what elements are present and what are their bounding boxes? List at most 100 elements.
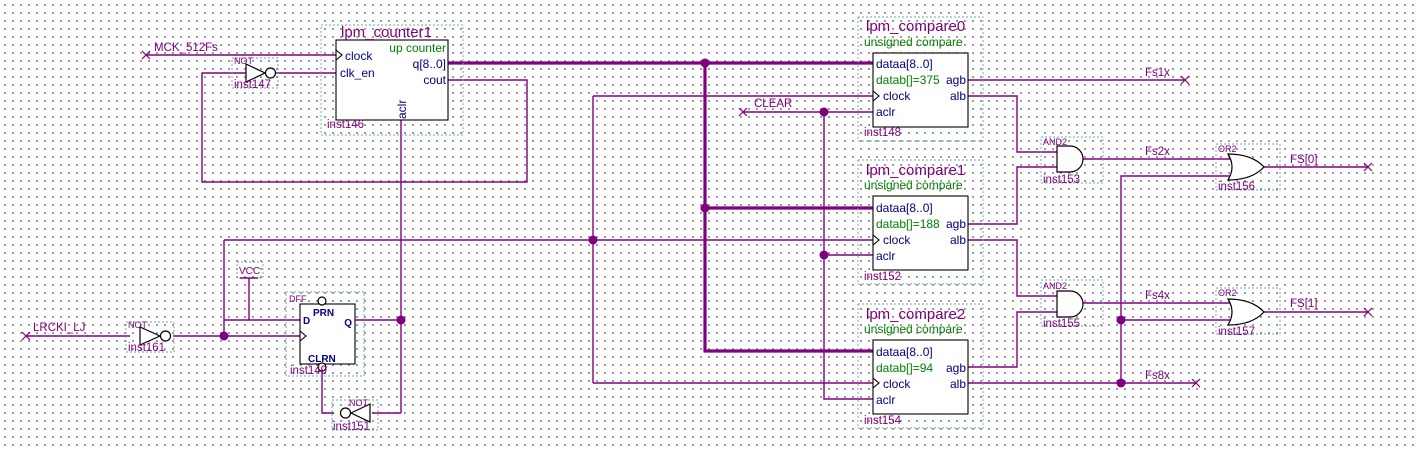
compare2-pin-clock: clock <box>883 377 911 391</box>
and155-label: AND2 <box>1043 281 1067 291</box>
counter-pin-q: q[8..0] <box>413 57 446 71</box>
compare0-pin-dataa: dataa[8..0] <box>876 57 933 71</box>
not161-inst: inst161 <box>128 342 165 354</box>
dff-pin-q: Q <box>344 318 352 329</box>
compare0-body[interactable] <box>872 52 969 128</box>
not161-gate[interactable]: NOT inst161 <box>125 320 175 354</box>
dff-outline <box>285 291 365 377</box>
wire-agb2[interactable] <box>968 311 1057 368</box>
compare2-pin-aclr: aclr <box>876 393 895 407</box>
dff-label: DFF <box>289 294 307 304</box>
not151-gate[interactable]: NOT inst151 <box>331 398 379 433</box>
or157-body <box>1226 298 1265 326</box>
compare1-block[interactable]: lpm_compare1 unsigned compare dataa[8..0… <box>857 159 984 285</box>
bus-q-vert[interactable] <box>703 63 873 353</box>
compare2-inst: inst154 <box>864 415 902 427</box>
and155-gate[interactable]: AND2 inst155 <box>1040 279 1104 330</box>
counter-pin-clock: clock <box>345 49 373 63</box>
or157-gate[interactable]: OR2 inst157 <box>1215 287 1281 338</box>
compare0-clock-triangle <box>872 90 880 102</box>
counter-body[interactable] <box>335 39 449 121</box>
dff-pin-clrn: CLRN <box>308 354 336 365</box>
not147-label: NOT <box>234 56 254 66</box>
compare2-param: unsigned compare <box>864 322 963 336</box>
counter-param: up counter <box>389 41 446 55</box>
junctions <box>219 58 1126 388</box>
compare1-outline <box>857 159 984 285</box>
not147-triangle <box>245 63 267 83</box>
and153-label: AND2 <box>1043 137 1067 147</box>
marker-fs0 <box>1363 162 1373 172</box>
compare1-pin-dataa: dataa[8..0] <box>876 201 933 215</box>
dff-clrn-bubble <box>317 362 327 372</box>
counter-outline <box>320 24 464 136</box>
net-label-fs1[interactable]: FS[1] <box>1290 298 1317 310</box>
net-label-fs2x[interactable]: Fs2x <box>1145 146 1170 158</box>
wire-alb0[interactable] <box>968 95 1057 153</box>
marker-lrck <box>21 331 31 341</box>
junction-bus-top <box>700 58 710 68</box>
compare2-block[interactable]: lpm_compare2 unsigned compare dataa[8..0… <box>857 303 984 429</box>
compare0-block[interactable]: lpm_compare0 unsigned compare dataa[8..0… <box>857 16 984 142</box>
counter-title: lpm_counter1 <box>341 24 432 41</box>
or156-body <box>1226 153 1265 181</box>
marker-fs8x <box>1191 378 1201 388</box>
net-label-fs8x[interactable]: Fs8x <box>1145 370 1170 382</box>
net-label-fs1x[interactable]: Fs1x <box>1145 67 1170 79</box>
and153-body <box>1056 145 1084 173</box>
compare0-param: unsigned compare <box>864 35 963 49</box>
compare1-title: lpm_compare1 <box>866 162 965 179</box>
compare0-title: lpm_compare0 <box>866 18 965 35</box>
vcc-symbol[interactable]: VCC <box>236 261 264 279</box>
not147-gate[interactable]: NOT inst147 <box>231 56 279 91</box>
not161-bubble <box>159 330 172 342</box>
net-label-clear[interactable]: CLEAR <box>754 98 792 110</box>
wire-not151-out[interactable] <box>321 367 334 414</box>
not151-label: NOT <box>349 398 369 408</box>
marker-clear <box>738 107 748 117</box>
not147-bubble <box>264 67 277 79</box>
not151-triangle <box>349 403 371 423</box>
compare2-pin-dataa: dataa[8..0] <box>876 345 933 359</box>
counter-pin-clk-en: clk_en <box>340 66 375 80</box>
pin-markers <box>21 50 1373 388</box>
or157-inst: inst157 <box>1218 326 1255 338</box>
counter-block[interactable]: lpm_counter1 clock clk_en up counter q[8… <box>320 24 464 136</box>
compare1-pin-alb: alb <box>950 233 966 247</box>
compare1-body[interactable] <box>872 195 969 271</box>
compare2-pin-agb: agb <box>946 361 966 375</box>
vcc-label: VCC <box>239 266 260 277</box>
compare2-pin-datab: datab[]=94 <box>876 361 933 375</box>
dff-prn-bubble <box>317 296 327 306</box>
wires <box>26 54 1368 414</box>
wire-fs8x-vert[interactable] <box>1120 175 1230 383</box>
compare0-pin-alb: alb <box>950 89 966 103</box>
not161-label: NOT <box>128 320 148 330</box>
net-label-lrck[interactable]: LRCKI_LJ <box>33 322 85 334</box>
compare2-clock-triangle <box>872 377 880 389</box>
wire-cout-loop[interactable] <box>201 72 528 183</box>
dff-inst: inst149 <box>290 365 327 377</box>
not147-inst: inst147 <box>234 79 271 91</box>
net-label-fs0[interactable]: FS[0] <box>1290 154 1317 166</box>
net-label-fs4x[interactable]: Fs4x <box>1145 290 1170 302</box>
wire-agb1[interactable] <box>968 166 1057 225</box>
or156-gate[interactable]: OR2 inst156 <box>1215 143 1281 193</box>
counter-clock-triangle <box>335 49 343 61</box>
compare0-outline <box>857 16 984 142</box>
compare2-body[interactable] <box>872 339 969 415</box>
dff-block[interactable]: DFF D PRN Q CLRN inst149 <box>285 291 365 377</box>
wire-alb1[interactable] <box>968 239 1057 297</box>
net-label-mck[interactable]: MCK_512Fs <box>154 42 218 54</box>
and155-body <box>1056 290 1084 318</box>
marker-mck <box>141 50 151 60</box>
counter-pin-aclr: aclr <box>395 100 409 119</box>
dff-body[interactable] <box>299 303 356 365</box>
compare0-pin-aclr: aclr <box>876 105 895 119</box>
compare0-pin-clock: clock <box>883 89 911 103</box>
and155-outline <box>1040 279 1104 327</box>
and153-gate[interactable]: AND2 inst153 <box>1040 136 1104 186</box>
and155-inst: inst155 <box>1043 318 1080 330</box>
dff-pin-d: D <box>303 316 310 327</box>
